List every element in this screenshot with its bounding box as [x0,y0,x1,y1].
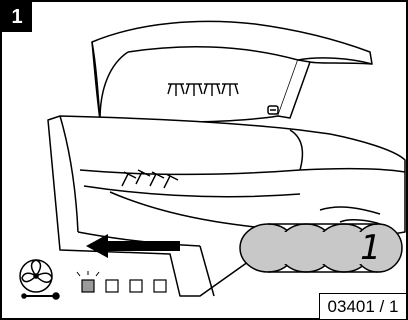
canopy [92,21,372,122]
indicator-row [77,271,166,292]
reference-code: 03401 / 1 [319,293,406,319]
indicator-square [106,280,118,292]
display-digit: 1 [358,228,382,268]
step-number-badge: 1 [2,2,32,32]
indicator-glow-icon [77,271,99,276]
indicator-square [154,280,166,292]
fan-icon [20,260,59,299]
indicator-lit-square [82,280,94,292]
indicator-square [130,280,142,292]
